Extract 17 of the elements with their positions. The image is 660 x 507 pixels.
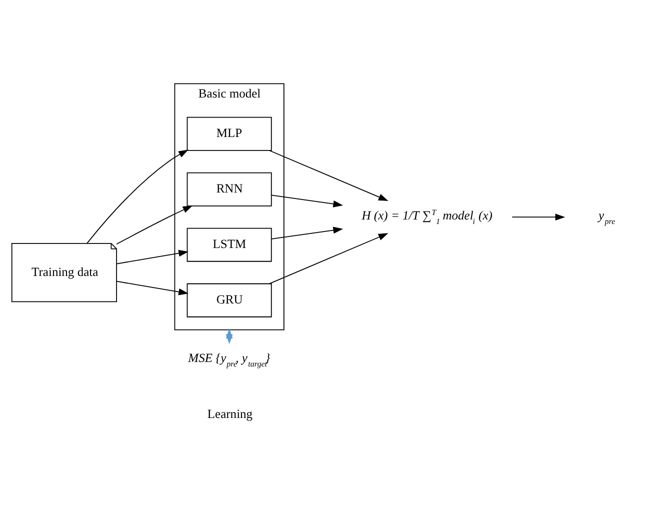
node-text: H (x) = 1/T ∑$^{T}$$_{1}$ model$_{i}$ (x) [362,208,492,226]
arrow [116,204,193,244]
label: Learning [207,406,253,421]
node-box: MLP [186,116,272,150]
arrow [512,213,566,220]
arrow [268,150,388,200]
arrow [116,249,188,264]
node-box: GRU [186,282,272,317]
node-box: LSTM [186,227,272,262]
arrow [271,194,344,207]
arrow [268,232,388,284]
arrow [86,149,188,244]
arrow [271,226,344,239]
node-box: RNN [186,172,272,206]
arrow [116,280,188,295]
node-text: y$_{pre}$ [598,208,616,226]
node-text: MSE {y$_{pre}$, y$_{target}$} [188,350,270,368]
